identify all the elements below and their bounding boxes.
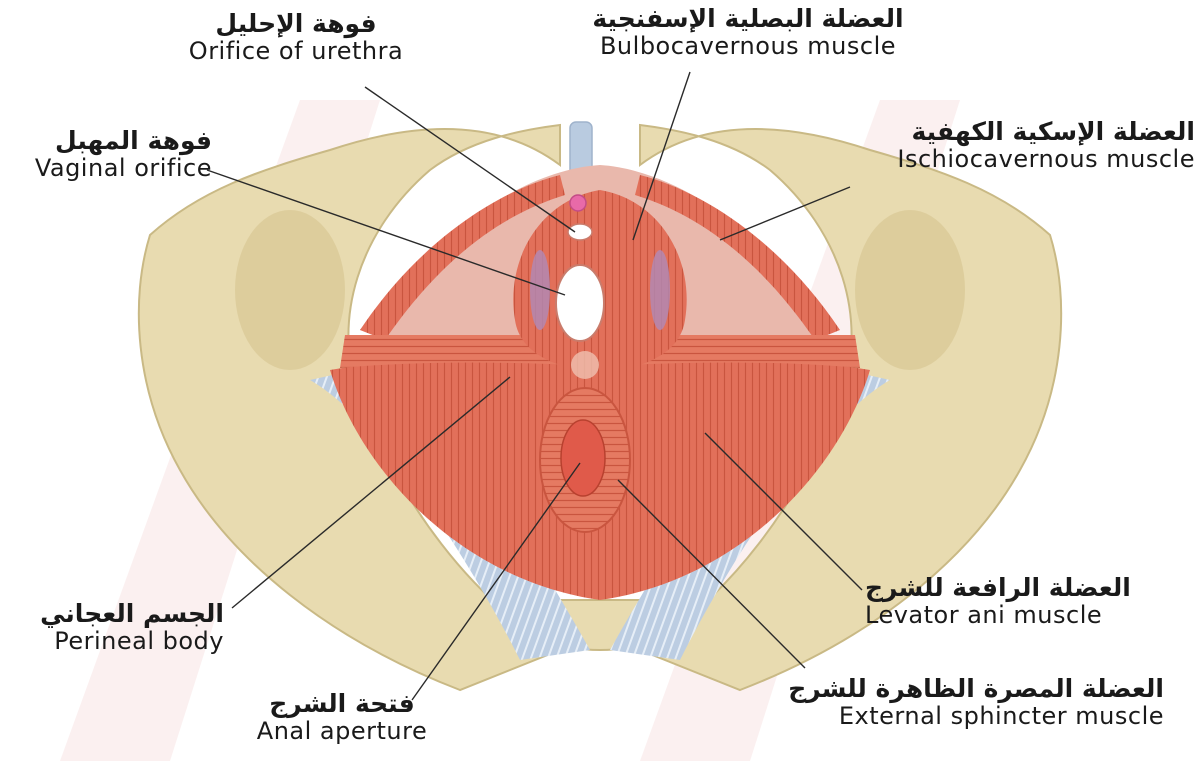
label-ischiocavernous-en: Ischiocavernous muscle xyxy=(835,146,1195,173)
label-anal-aperture-ar: فتحة الشرج xyxy=(232,690,452,718)
label-levator-ani-en: Levator ani muscle xyxy=(865,602,1165,629)
label-levator-ani: العضلة الرافعة للشرج Levator ani muscle xyxy=(865,574,1165,629)
urethral-orifice xyxy=(568,224,592,240)
label-external-sphincter-en: External sphincter muscle xyxy=(782,703,1164,730)
label-anal-aperture-en: Anal aperture xyxy=(232,718,452,745)
label-vaginal-orifice-en: Vaginal orifice xyxy=(2,155,212,182)
vaginal-orifice-shape xyxy=(556,265,604,341)
label-orifice-urethra-en: Orifice of urethra xyxy=(162,38,430,65)
label-levator-ani-ar: العضلة الرافعة للشرج xyxy=(865,574,1165,602)
label-anal-aperture: فتحة الشرج Anal aperture xyxy=(232,690,452,745)
vestibular-bulb-left xyxy=(530,250,550,330)
label-perineal-body: الجسم العجاني Perineal body xyxy=(2,600,224,655)
label-bulbocavernous: العضلة البصلية الإسفنجية Bulbocavernous … xyxy=(568,5,928,60)
label-vaginal-orifice: فوهة المهبل Vaginal orifice xyxy=(2,127,212,182)
label-perineal-body-en: Perineal body xyxy=(2,628,224,655)
label-bulbocavernous-en: Bulbocavernous muscle xyxy=(568,33,928,60)
perineal-body-shape xyxy=(571,351,599,379)
label-vaginal-orifice-ar: فوهة المهبل xyxy=(2,127,212,155)
label-orifice-urethra-ar: فوهة الإحليل xyxy=(162,10,430,38)
label-external-sphincter: العضلة المصرة الظاهرة للشرج External sph… xyxy=(782,675,1164,730)
label-perineal-body-ar: الجسم العجاني xyxy=(2,600,224,628)
label-ischiocavernous: العضلة الإسكية الكهفية Ischiocavernous m… xyxy=(835,118,1195,173)
right-obturator-foramen xyxy=(855,210,965,370)
anal-aperture-shape xyxy=(561,420,605,496)
label-ischiocavernous-ar: العضلة الإسكية الكهفية xyxy=(835,118,1195,146)
label-bulbocavernous-ar: العضلة البصلية الإسفنجية xyxy=(568,5,928,33)
vestibular-bulb-right xyxy=(650,250,670,330)
left-obturator-foramen xyxy=(235,210,345,370)
label-external-sphincter-ar: العضلة المصرة الظاهرة للشرج xyxy=(782,675,1164,703)
label-orifice-urethra: فوهة الإحليل Orifice of urethra xyxy=(162,10,430,65)
clitoris xyxy=(570,195,586,211)
